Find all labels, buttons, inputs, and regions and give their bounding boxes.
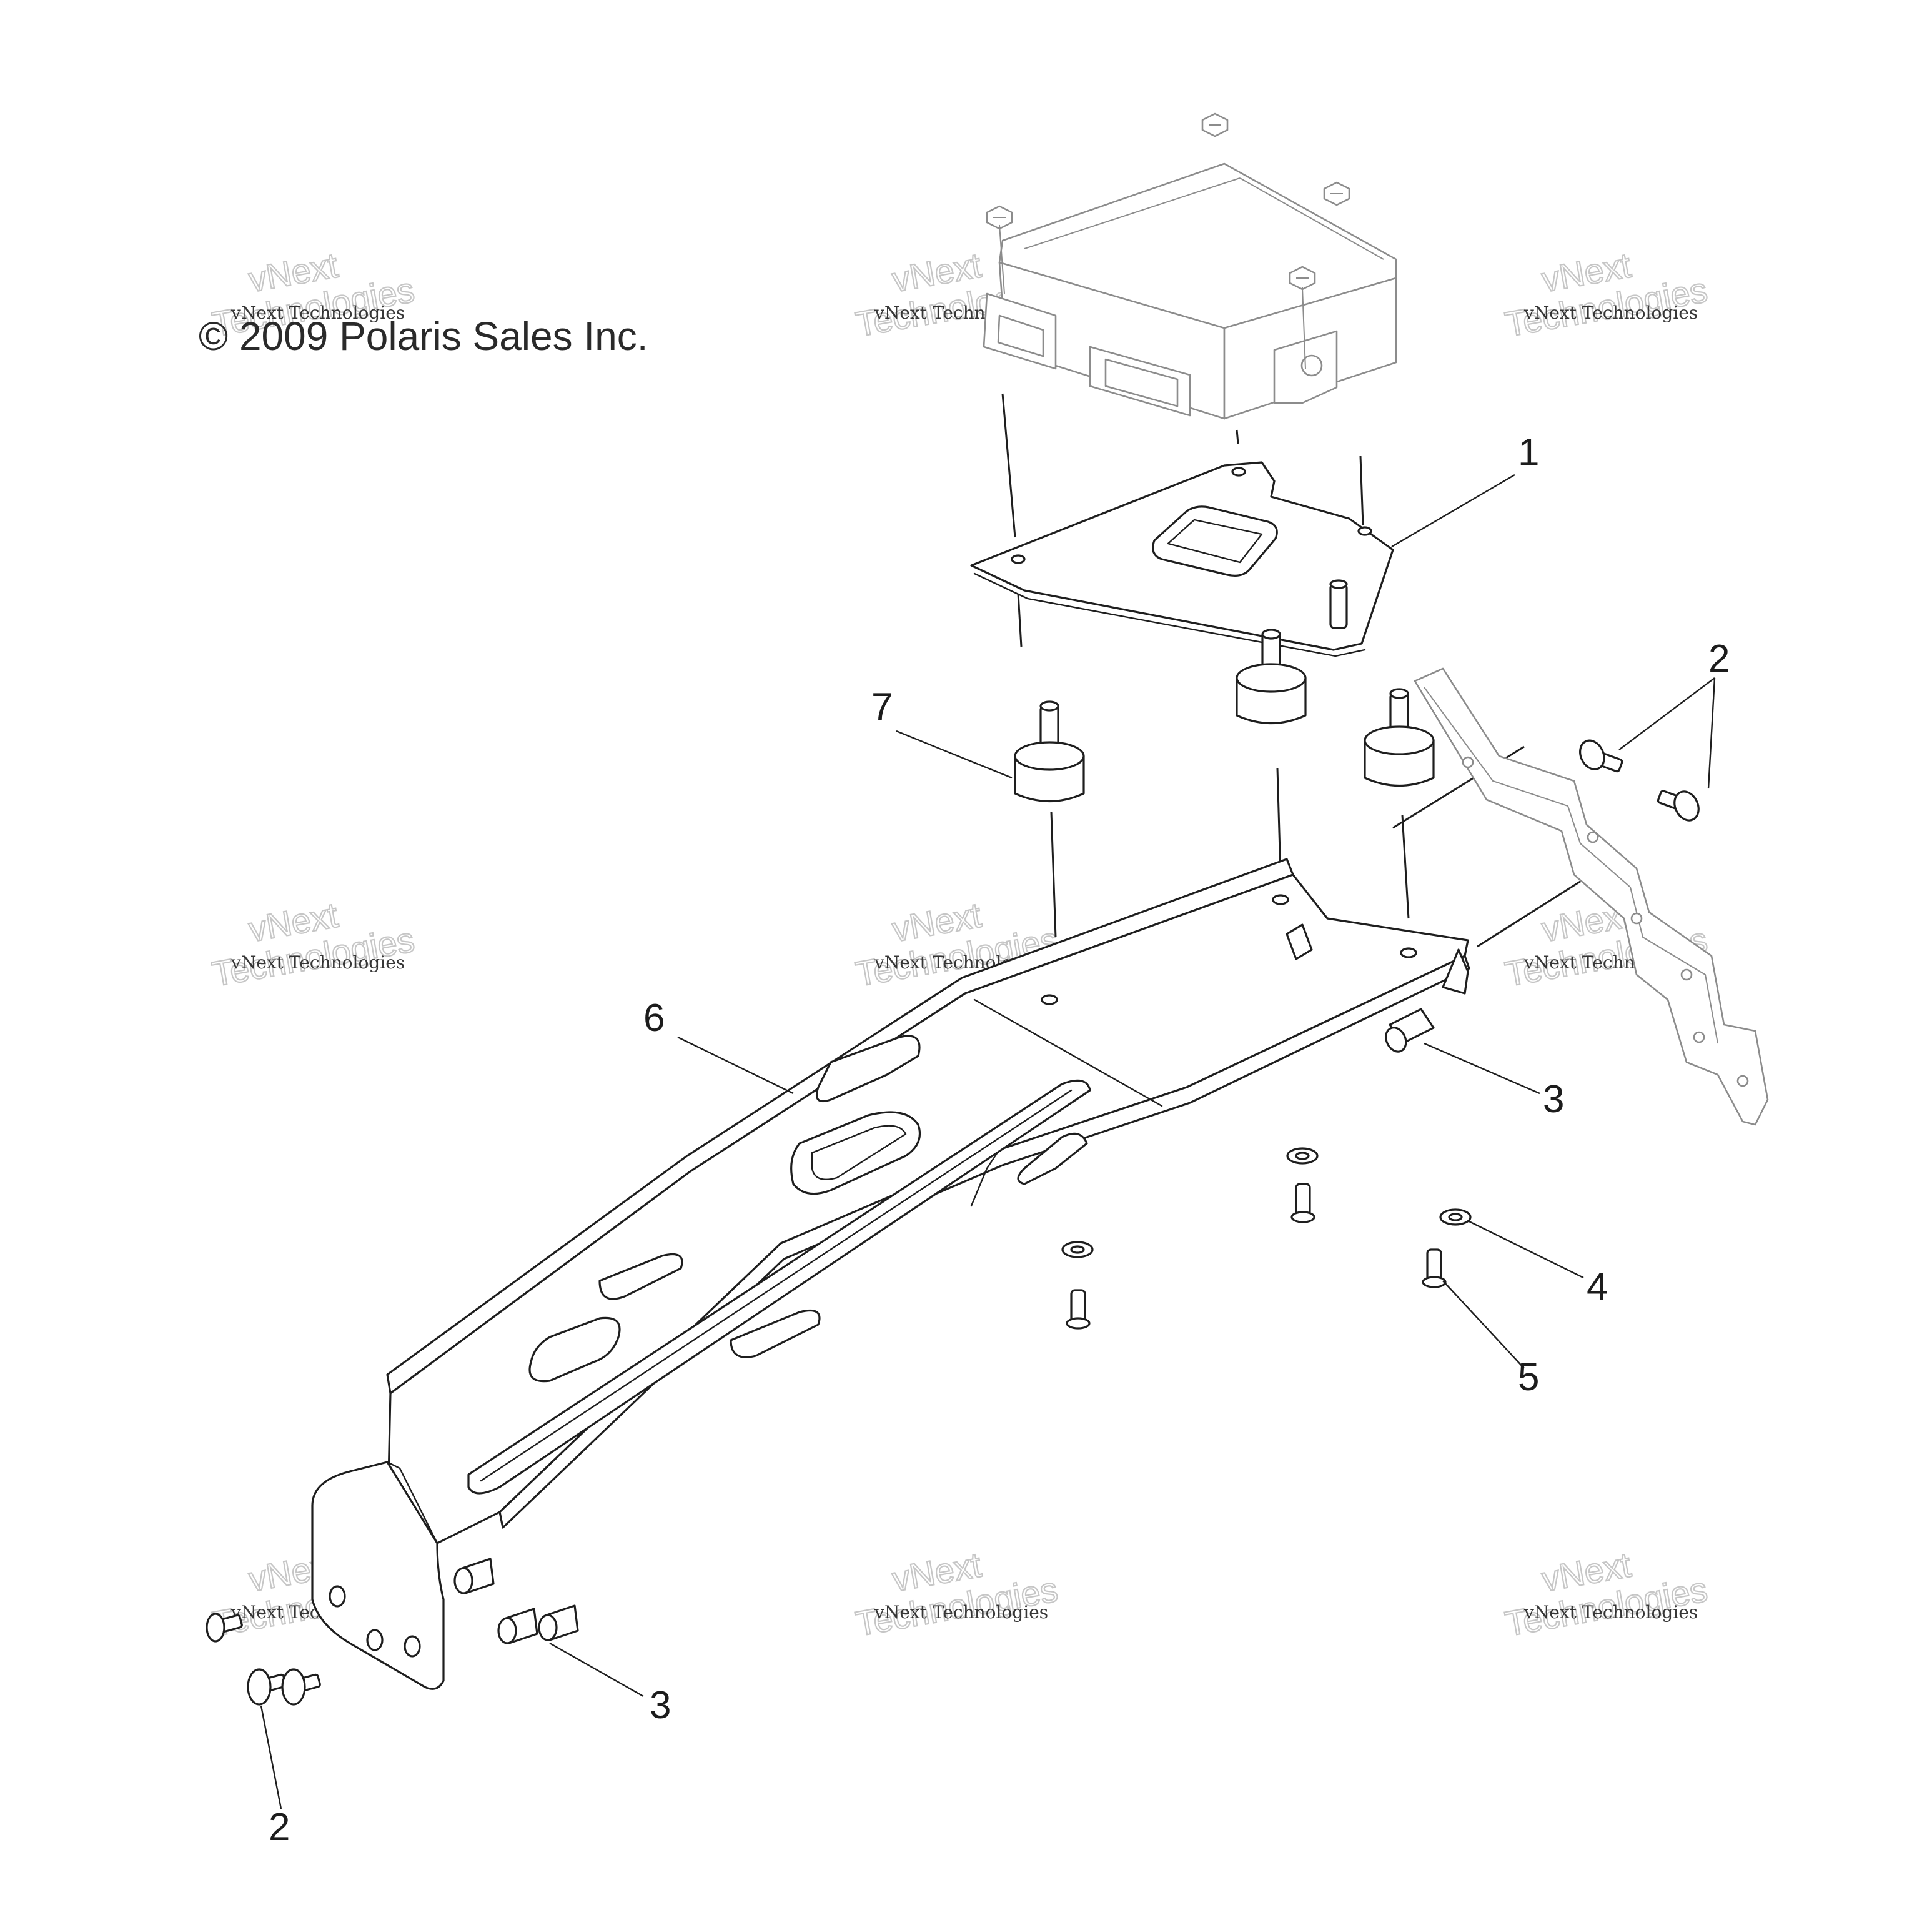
plate-hole xyxy=(1357,526,1372,536)
nut-top-2 xyxy=(1323,181,1350,206)
part-4-washer-c xyxy=(1439,1208,1472,1226)
axis-line xyxy=(1401,815,1410,919)
tab-hole xyxy=(329,1585,346,1608)
tray-hole xyxy=(1400,947,1417,958)
svg-text:vNext Technologies: vNext Technologies xyxy=(874,1602,1048,1623)
callout-2: 2 xyxy=(1708,637,1730,680)
axis-line xyxy=(1276,768,1282,875)
part-2-screw-b xyxy=(1657,790,1700,822)
part-7-isolator-a xyxy=(1014,700,1085,802)
part-3-bushing-b1 xyxy=(453,1558,495,1594)
nut-top-3 xyxy=(986,205,1013,230)
callout-6: 6 xyxy=(643,997,665,1040)
callout-3-bottom: 3 xyxy=(650,1684,671,1727)
plate-opening xyxy=(1152,505,1278,577)
svg-text:vNext Technologies: vNext Technologies xyxy=(230,302,405,323)
part-2-screw-b2 xyxy=(247,1668,287,1706)
axis-line xyxy=(1477,870,1597,948)
axis-line xyxy=(1359,455,1364,525)
axis-line xyxy=(1001,393,1016,538)
callouts: 1 2 3 4 5 6 7 3 2 xyxy=(269,431,1730,1849)
long-slot xyxy=(467,1079,1091,1495)
svg-text:vNext Technologies: vNext Technologies xyxy=(230,952,405,973)
part-2-screw-b1 xyxy=(206,1613,243,1643)
module-connector-left xyxy=(983,292,1057,370)
axis-line xyxy=(1236,429,1239,444)
control-module xyxy=(983,112,1397,420)
plate-hole xyxy=(1231,467,1246,477)
slot xyxy=(1017,1132,1088,1185)
bracket-lip xyxy=(1442,948,1469,995)
part-3-bushing-right xyxy=(1385,1008,1435,1053)
tray-hole xyxy=(1272,894,1289,905)
callout-5: 5 xyxy=(1518,1356,1539,1399)
svg-text:vNext Technologies: vNext Technologies xyxy=(1523,1602,1698,1623)
part-7-isolator-c xyxy=(1364,688,1435,787)
axis-line xyxy=(1017,593,1023,647)
slot xyxy=(815,1035,921,1103)
watermark-bottom-center: vNext Technologies vNext Technologies xyxy=(852,1544,1061,1644)
tab-hole xyxy=(404,1635,421,1658)
slot xyxy=(730,1309,821,1358)
part-6-bracket xyxy=(311,858,1470,1690)
part-3-bushing-b3 xyxy=(538,1604,579,1641)
svg-text:vNext Technologies: vNext Technologies xyxy=(1523,302,1698,323)
callout-1: 1 xyxy=(1518,431,1539,474)
part-5-rivet-c xyxy=(1422,1248,1447,1288)
watermark-top-right: vNext Technologies vNext Technologies xyxy=(1502,244,1711,344)
part-7-isolator-b xyxy=(1236,629,1307,724)
watermark-middle-left: vNext Technologies vNext Technologies xyxy=(209,894,418,994)
slot xyxy=(598,1253,683,1300)
axis-line xyxy=(1050,812,1057,938)
part-2-screw-b3 xyxy=(281,1668,321,1706)
bracket-end-tab xyxy=(311,1461,445,1690)
part-3-bushing-b2 xyxy=(497,1608,538,1644)
nut-top-4 xyxy=(1289,266,1316,291)
leader-lines xyxy=(260,474,1716,1809)
part-4-washer-a xyxy=(1286,1147,1319,1165)
part-2-screw-a xyxy=(1579,739,1623,773)
part-1-mounting-plate xyxy=(970,461,1394,657)
watermark-bottom-right: vNext Technologies vNext Technologies xyxy=(1502,1544,1711,1644)
nut-clip xyxy=(1286,923,1313,960)
plate-hole xyxy=(1011,554,1026,564)
callout-2-bottom: 2 xyxy=(269,1806,290,1849)
part-4-washer-b xyxy=(1061,1241,1094,1258)
rect-opening xyxy=(790,1111,921,1195)
copyright-notice: © 2009 Polaris Sales Inc. xyxy=(199,314,648,359)
part-5-rivet-a xyxy=(1290,1183,1315,1223)
plate-stud xyxy=(1329,579,1348,629)
tab-hole xyxy=(366,1629,384,1651)
part-5-rivet-b xyxy=(1066,1289,1091,1330)
callout-3: 3 xyxy=(1543,1078,1564,1121)
module-connector-right xyxy=(1089,346,1191,417)
rect-opening-small xyxy=(528,1316,621,1383)
frame-bracket-faded xyxy=(1414,667,1769,1126)
callout-7: 7 xyxy=(871,685,893,729)
nut-top-1 xyxy=(1201,112,1229,137)
callout-4: 4 xyxy=(1587,1265,1608,1308)
tray-hole xyxy=(1041,994,1058,1005)
